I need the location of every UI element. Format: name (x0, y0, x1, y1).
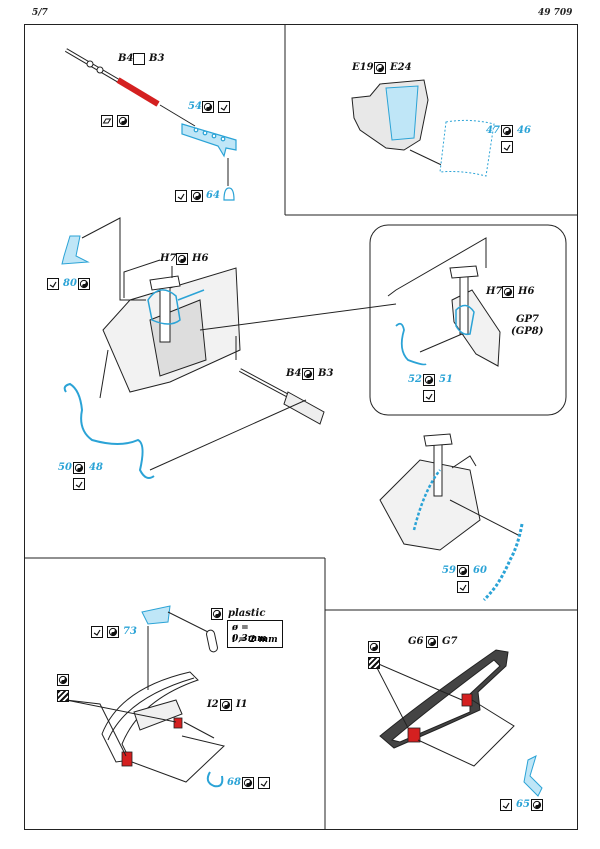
bend-icon (175, 190, 187, 202)
part-b3-label: B3 (149, 53, 165, 64)
paint-icon (374, 62, 386, 74)
paint-icon (117, 115, 129, 127)
part-h6-label: H6 (192, 253, 209, 264)
kit-code: 49 709 (538, 8, 573, 18)
bend-icon (73, 478, 85, 490)
part-80-etch (61, 235, 90, 265)
sand-icon (101, 115, 113, 127)
instruction-frame (24, 24, 578, 830)
paint-icon (501, 125, 513, 137)
part-e24-label: E24 (390, 62, 412, 73)
paint-icon (107, 626, 119, 638)
part-e19-label: E19 (352, 62, 374, 73)
wire-52 (395, 322, 427, 366)
part-g7-label: G7 (442, 636, 458, 647)
wire-50 (63, 382, 155, 479)
bend-icon (457, 581, 469, 593)
rod-diameter: ø = 0,3mm (232, 623, 267, 644)
paint-icon (242, 777, 254, 789)
part-48-label: 48 (89, 462, 103, 473)
part-46-label: 46 (517, 125, 531, 136)
seat-with-belt (379, 433, 481, 551)
page-number: 5/7 (32, 8, 48, 18)
part-64-label: 64 (206, 190, 220, 201)
part-i2-label: I2 (207, 699, 219, 710)
bend-icon (500, 799, 512, 811)
part-59-label: 59 (442, 565, 456, 576)
paint-icon (211, 608, 223, 620)
bend-icon (91, 626, 103, 638)
bend-icon (47, 278, 59, 290)
paint-icon (191, 190, 203, 202)
bend-icon (501, 141, 513, 153)
paint-icon (368, 641, 380, 653)
paint-icon (57, 674, 69, 686)
part-60-label: 60 (473, 565, 487, 576)
part-54-label: 54 (188, 101, 202, 112)
rod-spec-box: ø = 0,3mm l = 2 mm (227, 620, 283, 648)
inset-h7-label: H7 (486, 286, 503, 297)
bend-icon (423, 390, 435, 402)
part-h7-label: H7 (160, 253, 177, 264)
bend-icon (258, 777, 270, 789)
bend-icon (218, 101, 230, 113)
part-73-label: 73 (123, 626, 137, 637)
part-65-label: 65 (516, 799, 530, 810)
part-g6-label: G6 (408, 636, 424, 647)
part-52-label: 52 (408, 374, 422, 385)
chain-59 (482, 523, 524, 602)
paint-icon (78, 278, 90, 290)
paint-icon (426, 636, 438, 648)
part-47-label: 47 (486, 125, 500, 136)
part-i1-label: I1 (236, 699, 248, 710)
fold-icon (133, 53, 145, 65)
part-b4-label: B4 (118, 53, 134, 64)
plastic-label: plastic (228, 608, 266, 619)
paint-icon (176, 253, 188, 265)
paint-icon (302, 368, 314, 380)
paint-icon (502, 286, 514, 298)
gp7-label: GP7 (516, 314, 540, 325)
paint-icon (423, 374, 435, 386)
gun-barrel-b4 (64, 48, 160, 107)
part-54-etch (181, 123, 237, 158)
part-b4-lower-label: B4 (286, 368, 302, 379)
paint-icon (220, 699, 232, 711)
inset-seat (449, 265, 501, 367)
paint-icon (202, 101, 214, 113)
paint-icon (73, 462, 85, 474)
paint-icon (531, 799, 543, 811)
hatch-icon (57, 690, 69, 702)
paint-icon (457, 565, 469, 577)
hatch-icon (368, 657, 380, 669)
rod-length: l = 2 mm (232, 635, 278, 645)
part-80-label: 80 (63, 278, 77, 289)
part-68-label: 68 (227, 777, 241, 788)
part-51-label: 51 (439, 374, 453, 385)
gun-barrel-lower (239, 368, 325, 425)
inset-h6-label: H6 (518, 286, 535, 297)
part-50-label: 50 (58, 462, 72, 473)
canopy-frame-g6 (379, 649, 509, 749)
gp8-label: (GP8) (511, 326, 544, 337)
canopy-frame-i2 (101, 671, 199, 763)
part-b3-lower-label: B3 (318, 368, 334, 379)
